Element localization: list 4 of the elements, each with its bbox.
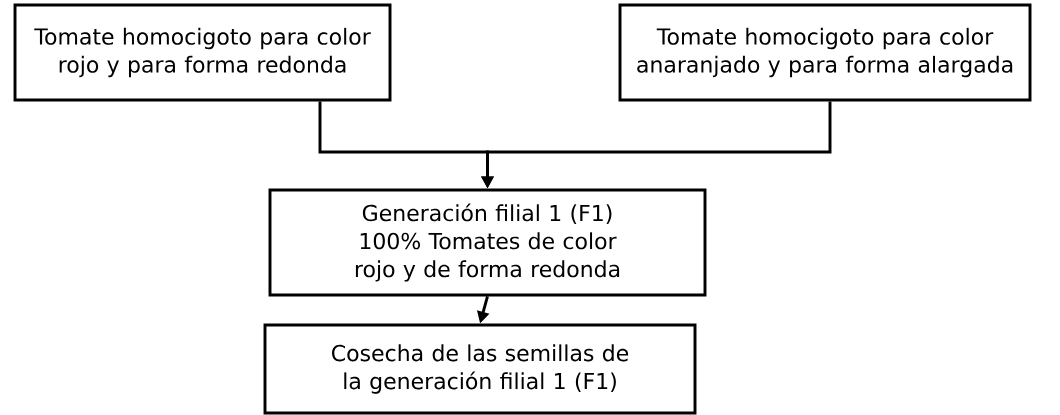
process-box: Tomate homocigoto para color rojo y para forma redonda bbox=[13, 3, 392, 102]
process-box: Tomate homocigoto para color anaranjado y para forma alargada bbox=[618, 3, 1032, 102]
process-box: Generación filial 1 (F1) 100% Tomates de color rojo y de forma redonda bbox=[268, 188, 707, 297]
process-box: Cosecha de las semillas de la generación filial 1 (F1) bbox=[263, 323, 697, 415]
